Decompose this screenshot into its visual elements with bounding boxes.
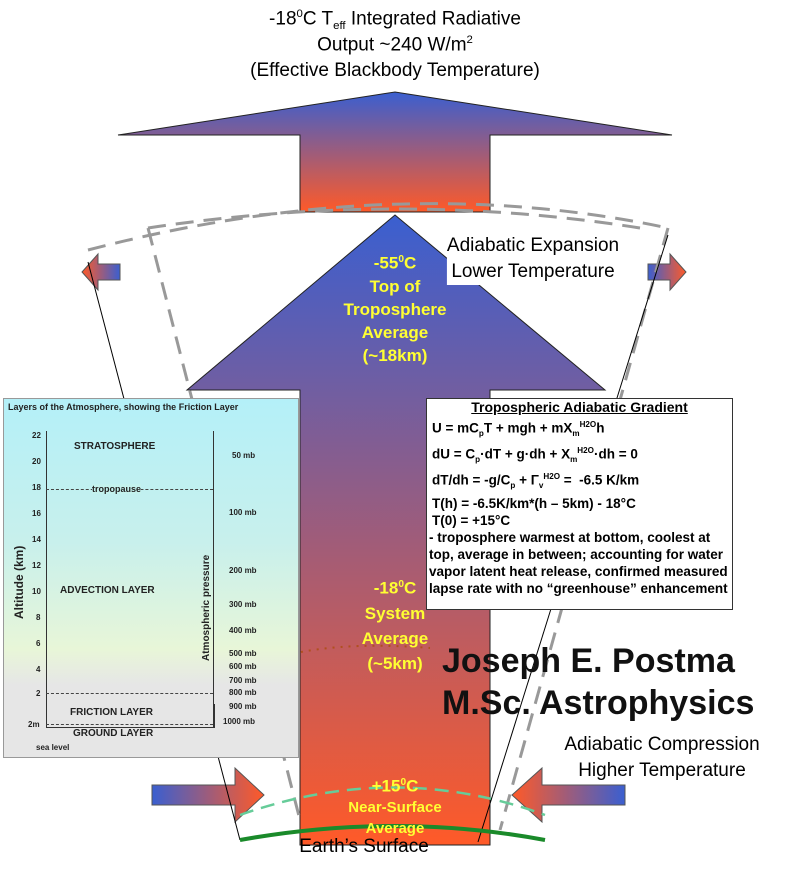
expansion-arrow-right bbox=[647, 252, 687, 292]
expansion-arrow-left bbox=[81, 252, 121, 292]
equation-2: dU = Cp·dT + g·dh + XmH2O·dh = 0 bbox=[432, 446, 638, 465]
output-title-line3: (Effective Blackbody Temperature) bbox=[250, 60, 540, 81]
inset-title: Layers of the Atmosphere, showing the Fr… bbox=[8, 402, 239, 412]
earth-surface bbox=[239, 824, 546, 842]
equation-5: T(0) = +15°C bbox=[432, 512, 511, 528]
compression-arrow-left bbox=[151, 766, 265, 824]
adiabatic-gradient-box: Tropospheric Adiabatic Gradient U = mCpT… bbox=[426, 398, 733, 610]
atmosphere-layers-inset: Layers of the Atmosphere, showing the Fr… bbox=[3, 398, 299, 758]
pressure-axis-label: Atmospheric pressure bbox=[201, 554, 212, 661]
altitude-axis-label: Altitude (km) bbox=[12, 545, 26, 619]
equation-4: T(h) = -6.5K/km*(h – 5km) - 18°C bbox=[432, 495, 636, 511]
output-title-line1: -180C Teff Integrated Radiative bbox=[269, 8, 521, 33]
equation-3: dT/dh = -g/Cp + ΓvH2O = -6.5 K/km bbox=[432, 472, 640, 491]
equations-note: - troposphere warmest at bottom, coolest… bbox=[429, 529, 728, 596]
equation-1: U = mCpT + mgh + mXmH2Oh bbox=[432, 420, 605, 439]
earth-surface-label: Earth’s Surface bbox=[299, 836, 429, 857]
output-title-line2: Output ~240 W/m2 bbox=[317, 34, 473, 56]
troposphere-arrow bbox=[185, 214, 607, 846]
output-arrow bbox=[117, 91, 673, 213]
equations-title: Tropospheric Adiabatic Gradient bbox=[471, 399, 688, 415]
